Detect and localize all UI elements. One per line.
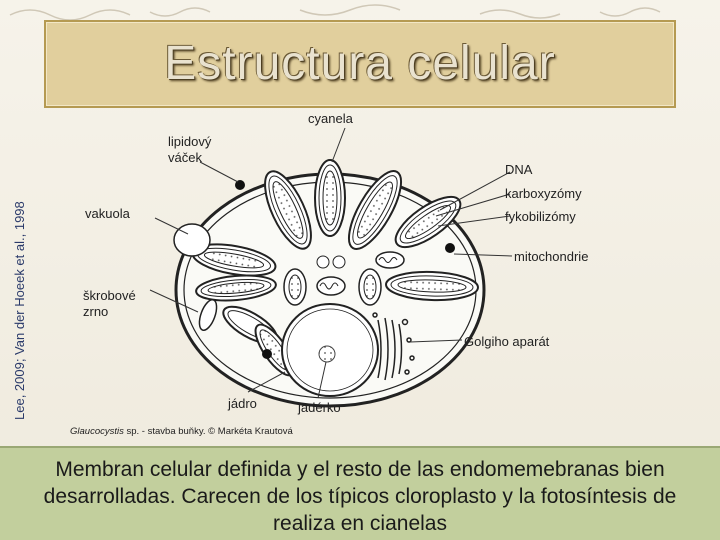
cell-diagram: cyanela lipidový váček DNA karboxyzómy f… [40, 110, 680, 445]
nucleolus [319, 346, 335, 362]
label-skrob-line1: škrobové [83, 288, 136, 303]
slide-title: Estructura celular [46, 36, 674, 91]
label-lipid-line2: váček [168, 150, 202, 165]
label-skrob-line2: zrno [83, 304, 108, 319]
label-jadro: jádro [227, 396, 257, 411]
label-golgi: Golgiho aparát [464, 334, 550, 349]
label-fykobilizomy: fykobilizómy [505, 209, 576, 224]
slide-caption: Membran celular definida y el resto de l… [10, 456, 710, 537]
label-vakuola: vakuola [85, 206, 131, 221]
diagram-caption-genus: Glaucocystis [70, 426, 124, 437]
label-dna: DNA [505, 162, 533, 177]
label-jaderko: jadérko [297, 400, 341, 415]
label-cyanela: cyanela [308, 111, 354, 126]
title-banner: Estructura celular [44, 20, 676, 108]
label-karboxyzomy: karboxyzómy [505, 186, 582, 201]
diagram-caption: Glaucocystis sp. - stavba buňky. © Marké… [70, 426, 294, 437]
source-credit: Lee, 2009; Van der Hoeek et al., 1998 [12, 201, 27, 420]
nucleus [282, 304, 378, 396]
caption-box: Membran celular definida y el resto de l… [0, 446, 720, 540]
diagram-caption-rest: sp. - stavba buňky. © Markéta Krautová [124, 426, 294, 437]
label-lipid-line1: lipidový [168, 134, 212, 149]
vacuole [174, 224, 210, 256]
label-mitochondrie: mitochondrie [514, 249, 588, 264]
